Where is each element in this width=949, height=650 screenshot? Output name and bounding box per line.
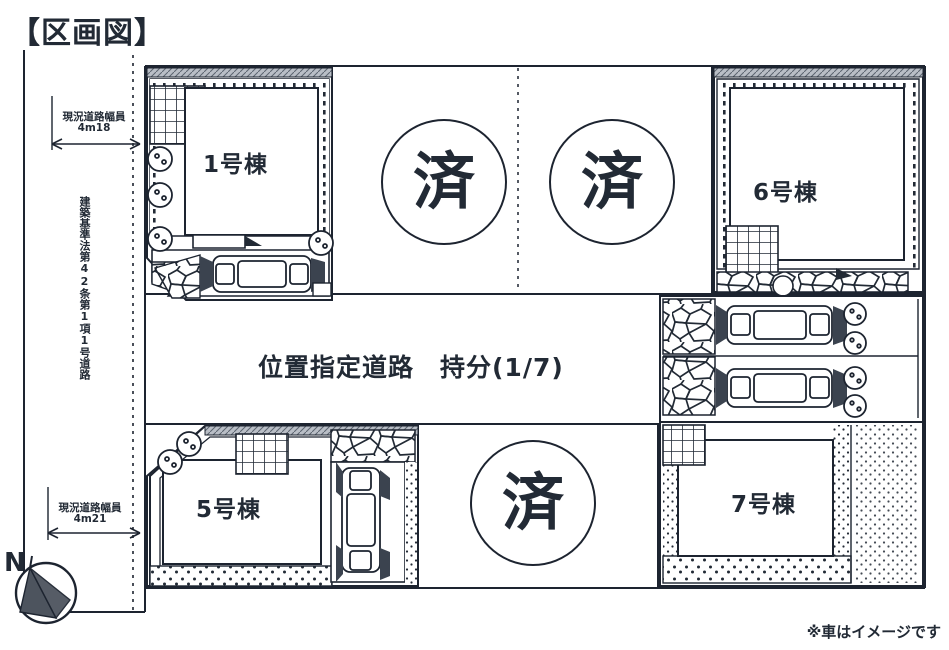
shrub-icons-plot1 [147,146,334,256]
compass-rose-icon [14,555,78,625]
building-standards-act-note: 建築基準法第42条第1項1号道路 [78,196,91,380]
plot-label-6: 6号棟 [753,180,819,206]
status-badge-sold-3: 済 [470,440,596,566]
road-width-bottom-text: 現況道路幅員 [58,502,122,514]
plot-label-1: 1号棟 [203,152,269,178]
shrub-icons-plot5 [157,431,202,475]
plot-5[interactable] [146,425,419,587]
compass-north-label: N [4,548,26,578]
plot-label-7: 7号棟 [731,492,797,518]
road-width-top-text: 現況道路幅員 [62,111,126,123]
status-badge-sold-1: 済 [381,119,507,245]
road-width-bottom: 現況道路幅員 4m21 [40,503,140,525]
road-width-top-value: 4m18 [77,122,111,134]
road-width-top: 現況道路幅員 4m18 [44,112,144,134]
dimension-bottom [47,487,141,540]
designated-road-label: 位置指定道路 持分(1/7) [258,353,564,382]
plot-label-5: 5号棟 [196,497,262,523]
car-icon-plot5 [341,467,381,573]
shrub-icons-parking [843,302,867,418]
page-title: 【区画図】 [10,16,165,51]
car-icon-parking-2 [726,368,833,408]
car-disclaimer-note: ※車はイメージです [806,623,941,641]
plot-7[interactable] [659,421,924,587]
car-icon-plot1 [212,255,312,293]
car-icon-parking-1 [726,305,833,345]
status-badge-sold-2: 済 [549,119,675,245]
plot-1[interactable] [146,67,334,301]
parking-area-right [659,295,924,423]
road-width-bottom-value: 4m21 [73,513,107,525]
plot-6[interactable] [713,67,924,297]
dimension-top [51,96,141,150]
